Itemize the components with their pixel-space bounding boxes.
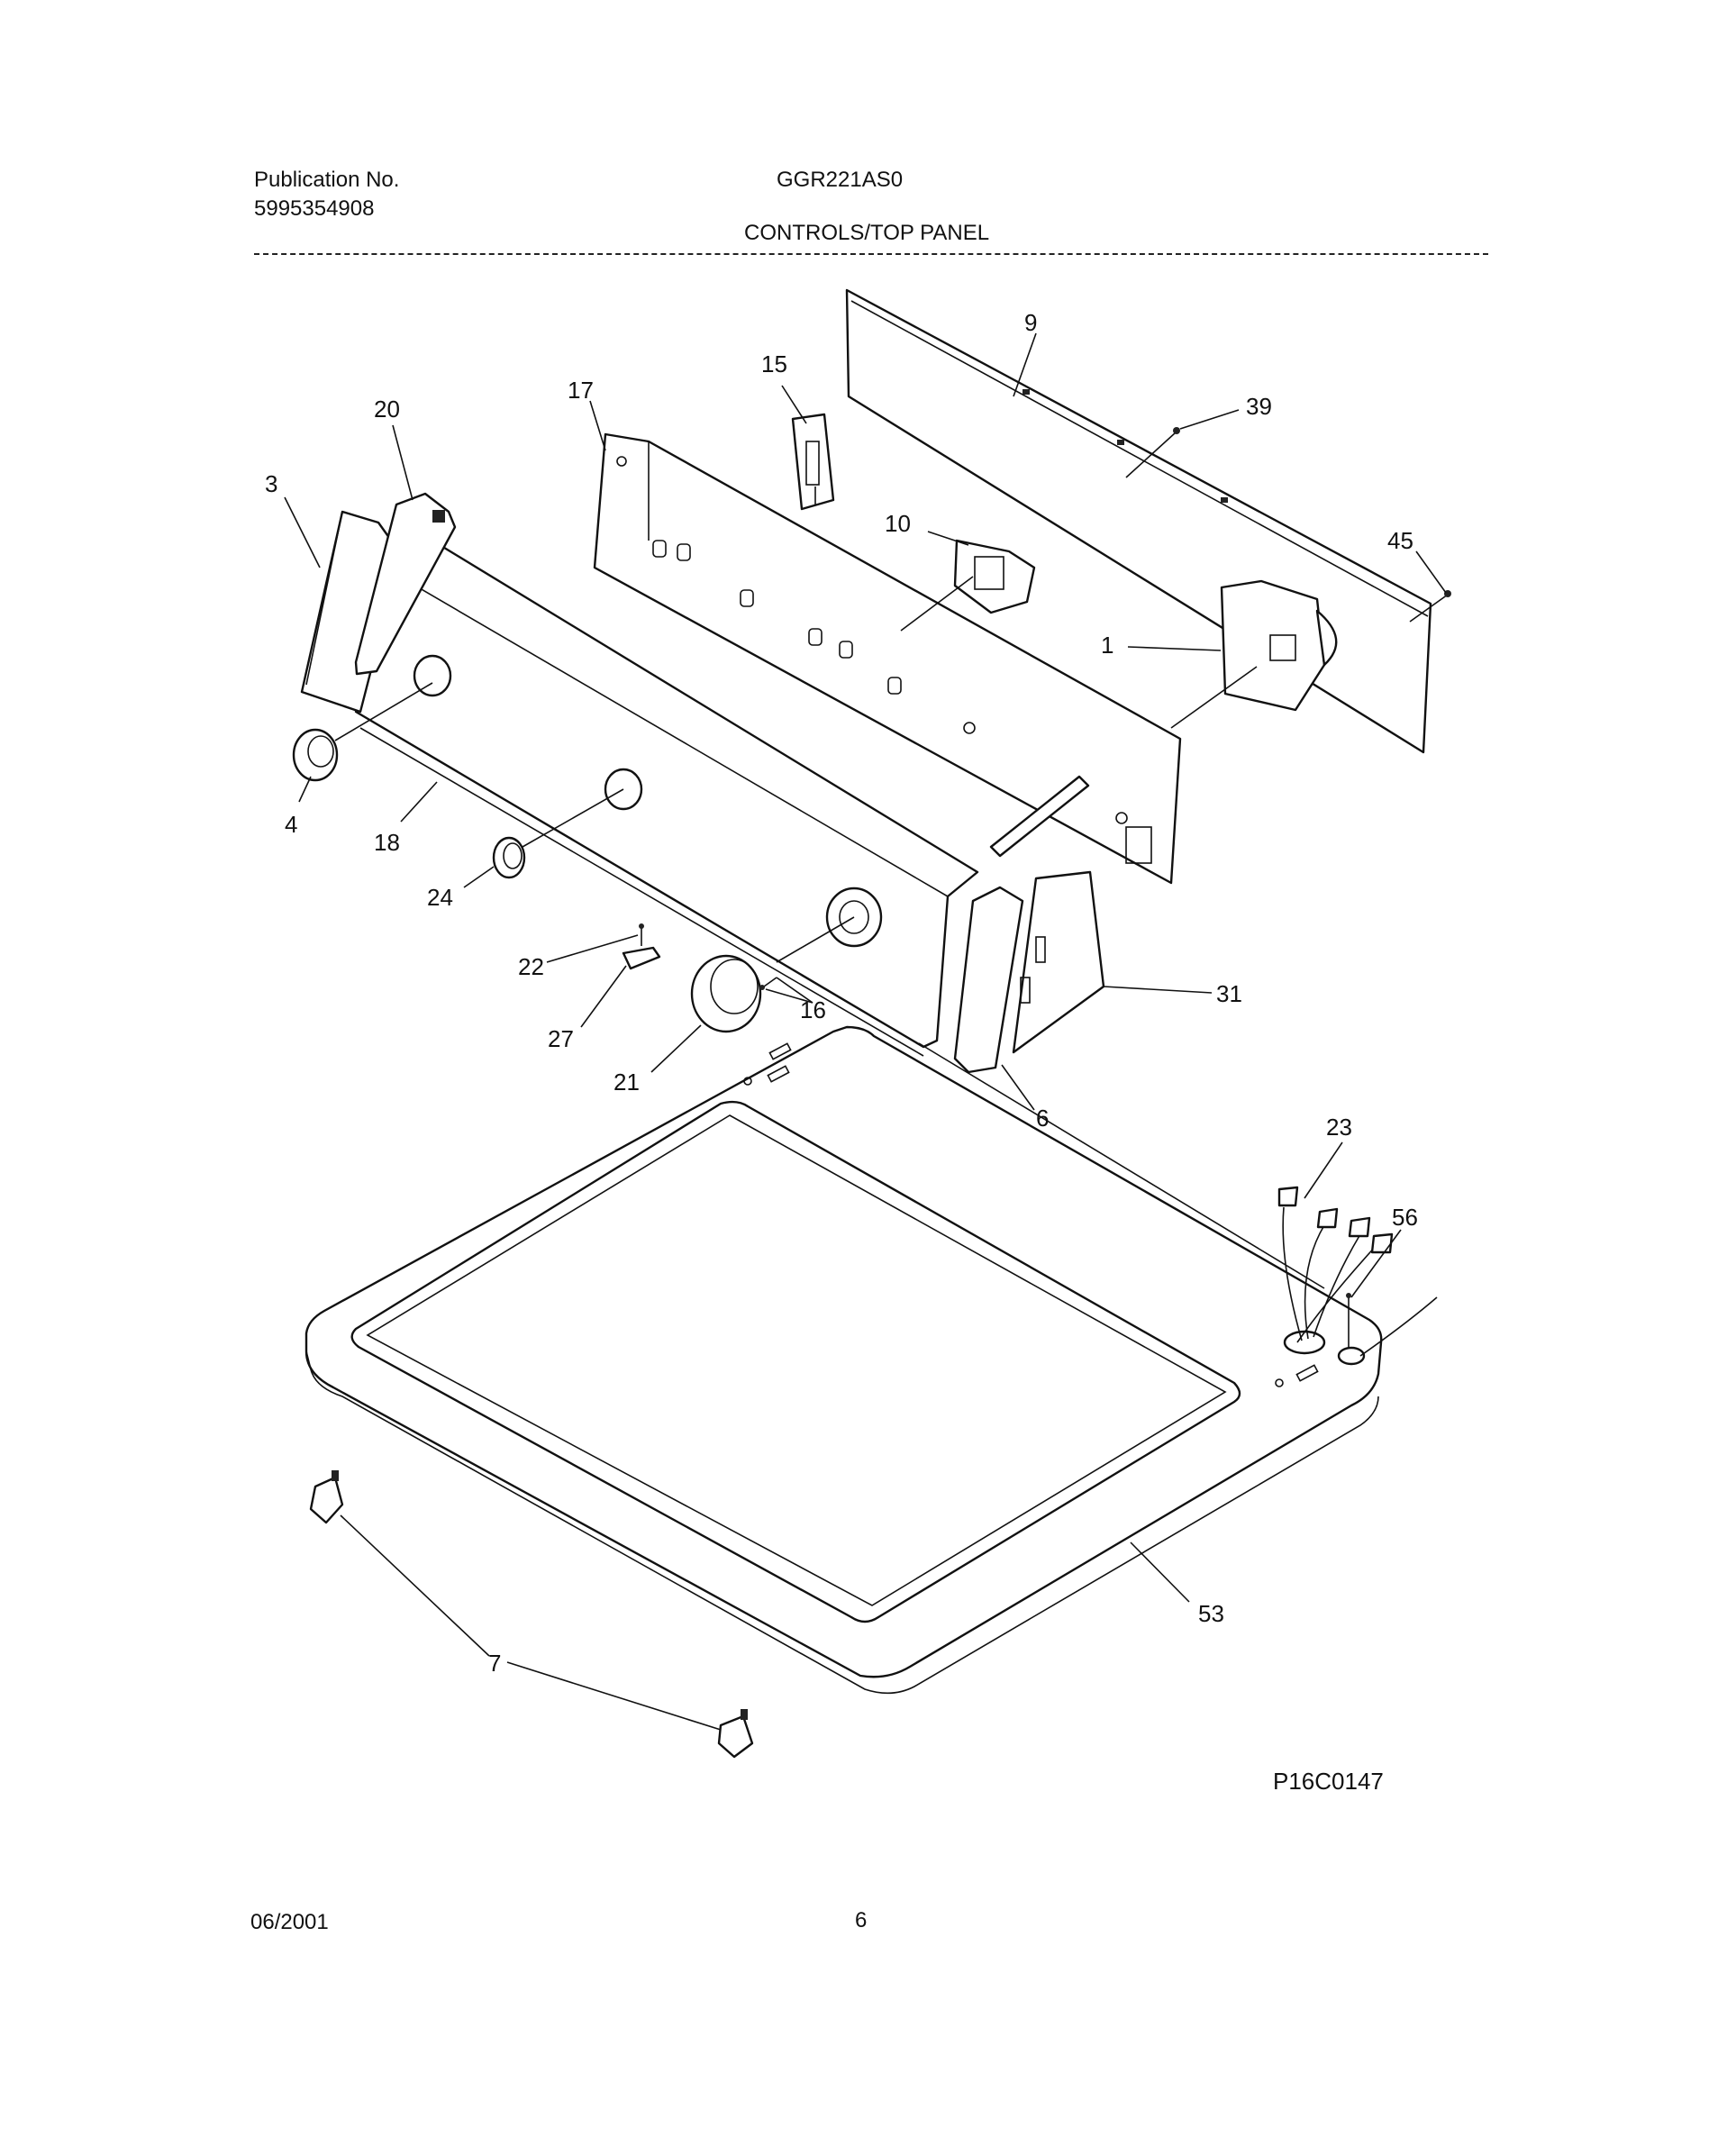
part-clip-upper bbox=[309, 1470, 344, 1524]
footer-page-number: 6 bbox=[855, 1908, 868, 1932]
header-divider bbox=[254, 253, 1488, 255]
callout-56: 56 bbox=[1392, 1204, 1418, 1231]
callout-24: 24 bbox=[427, 884, 453, 911]
callout-3: 3 bbox=[265, 470, 277, 497]
callout-39: 39 bbox=[1246, 393, 1272, 420]
part-selector-switch bbox=[900, 539, 1036, 632]
callout-18: 18 bbox=[374, 829, 400, 856]
part-bezel bbox=[492, 788, 624, 879]
part-front-console bbox=[354, 539, 979, 1057]
part-console-back-plate bbox=[593, 432, 1182, 885]
callout-4: 4 bbox=[285, 811, 297, 838]
part-knob-small bbox=[292, 682, 433, 782]
part-switch bbox=[791, 413, 835, 511]
callout-1: 1 bbox=[1101, 632, 1113, 659]
callout-53: 53 bbox=[1198, 1600, 1224, 1627]
callout-21: 21 bbox=[614, 1068, 640, 1096]
footer-date: 06/2001 bbox=[250, 1910, 329, 1934]
callout-16: 16 bbox=[800, 996, 826, 1023]
callout-numbers: 9 39 15 17 20 3 10 45 1 4 18 24 22 16 31… bbox=[265, 309, 1418, 1677]
part-clip-lower bbox=[717, 1709, 754, 1759]
callout-45: 45 bbox=[1387, 527, 1413, 554]
part-control-shaft bbox=[776, 775, 1090, 963]
part-right-end-cap bbox=[1012, 870, 1105, 1054]
callout-7: 7 bbox=[488, 1650, 501, 1677]
part-wire-harness bbox=[1277, 1186, 1394, 1355]
part-knob-large bbox=[690, 954, 762, 1033]
callout-20: 20 bbox=[374, 396, 400, 423]
model-number: GGR221AS0 bbox=[777, 168, 904, 192]
callout-31: 31 bbox=[1216, 980, 1242, 1007]
publication-label: Publication No. bbox=[254, 168, 400, 192]
callout-23: 23 bbox=[1326, 1114, 1352, 1141]
section-title: CONTROLS/TOP PANEL bbox=[744, 221, 990, 245]
part-left-bracket bbox=[354, 492, 457, 676]
callout-10: 10 bbox=[885, 510, 911, 537]
callout-9: 9 bbox=[1024, 309, 1037, 336]
part-top-panel bbox=[304, 1025, 1383, 1695]
part-small-hardware bbox=[622, 923, 777, 990]
part-right-trim bbox=[953, 886, 1024, 1074]
part-timer bbox=[1170, 579, 1338, 729]
publication-number: 5995354908 bbox=[254, 196, 375, 221]
callout-22: 22 bbox=[518, 953, 544, 980]
figure-id: P16C0147 bbox=[1273, 1768, 1384, 1795]
callout-15: 15 bbox=[761, 350, 787, 377]
callout-6: 6 bbox=[1036, 1105, 1049, 1132]
callout-17: 17 bbox=[568, 377, 594, 404]
callout-leader-lines bbox=[284, 332, 1447, 1731]
callout-27: 27 bbox=[548, 1025, 574, 1052]
part-cord-clamp bbox=[1337, 1293, 1438, 1366]
